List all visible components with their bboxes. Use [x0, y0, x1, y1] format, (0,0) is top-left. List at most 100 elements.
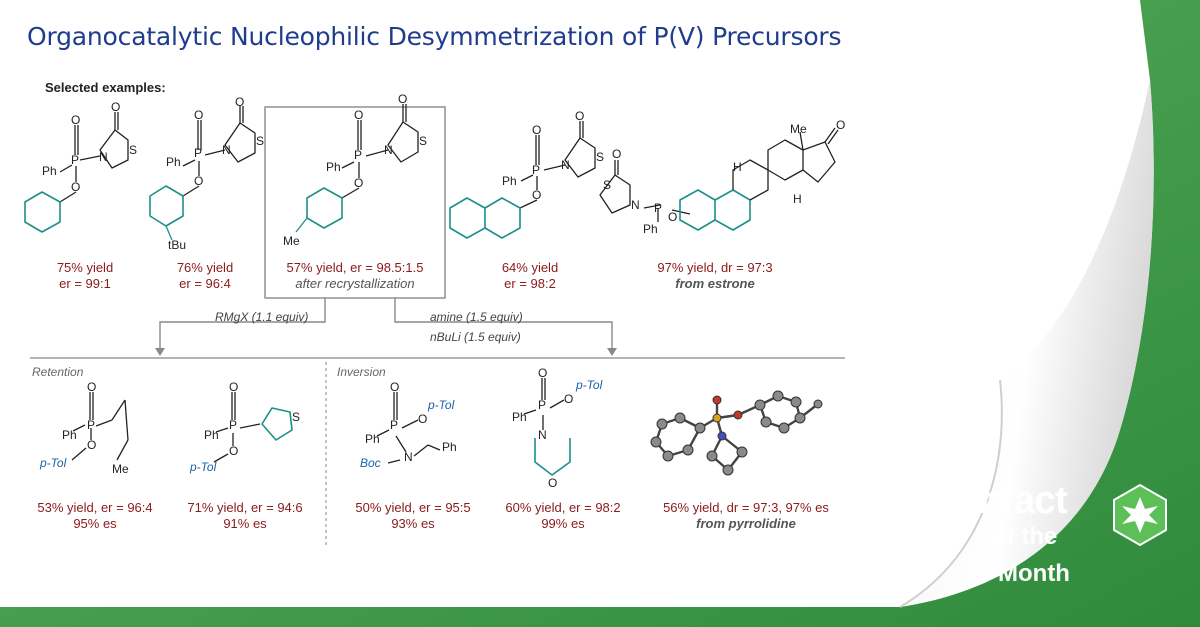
atom-label: Ph: [643, 222, 658, 236]
highlight-box: [264, 106, 446, 299]
ptol-label: p-Tol: [190, 460, 217, 474]
atom-label: P: [87, 418, 96, 432]
atom-label: N: [384, 143, 393, 157]
atom-label: O: [668, 210, 678, 224]
brand-synfact: Synfact: [933, 479, 1068, 522]
me-label: Me: [283, 234, 300, 248]
atom-label: S: [603, 178, 612, 192]
brand-month: Month: [998, 560, 1070, 587]
atom-label: O: [229, 380, 239, 394]
atom-label: P: [354, 148, 363, 162]
atom-label: O: [111, 100, 121, 114]
atom-label: P: [229, 418, 238, 432]
atom-label: Ph: [62, 428, 77, 442]
atom-label: Ph: [326, 160, 341, 174]
atom-label: N: [538, 428, 547, 442]
example-5-structure: [599, 127, 839, 231]
atom-label: N: [222, 143, 231, 157]
atom-label: O: [612, 147, 622, 161]
atom-label: O: [418, 412, 428, 426]
atom-label: O: [836, 118, 846, 132]
brand-of-the: of the: [992, 523, 1058, 550]
condition-amine: amine (1.5 equiv): [430, 310, 523, 324]
atom-label: S: [292, 410, 301, 424]
atom-label: H: [733, 160, 742, 174]
atom-label: O: [538, 366, 548, 380]
crystal-atoms: [650, 390, 823, 476]
atom-label: N: [561, 158, 570, 172]
atom-label: S: [596, 150, 605, 164]
atom-label: N: [99, 150, 108, 164]
page-title: Organocatalytic Nucleophilic Desymmetriz…: [27, 22, 842, 51]
boc-label: Boc: [360, 456, 381, 470]
atom-label: S: [419, 134, 428, 148]
atom-label: P: [532, 163, 541, 177]
atom-label: O: [87, 438, 97, 452]
ptol-label: p-Tol: [576, 378, 603, 392]
atom-label: O: [398, 92, 408, 106]
atom-label: Ph: [502, 174, 517, 188]
section-retention: Retention: [32, 365, 84, 379]
atom-label: Ph: [42, 164, 57, 178]
selected-examples-heading: Selected examples:: [45, 80, 166, 95]
estrone-me-label: Me: [790, 122, 807, 136]
atom-label: O: [71, 113, 81, 127]
atom-label: O: [194, 174, 204, 188]
atom-label: P: [654, 201, 663, 215]
me-label: Me: [112, 462, 129, 476]
atom-label: O: [564, 392, 574, 406]
atom-label: O: [548, 476, 558, 490]
atom-label: P: [390, 418, 399, 432]
condition-buli: nBuLi (1.5 equiv): [430, 330, 521, 344]
atom-label: O: [390, 380, 400, 394]
atom-label: O: [229, 444, 239, 458]
page-curl: [900, 80, 1154, 607]
condition-grignard: RMgX (1.1 equiv): [215, 310, 309, 324]
product-3-structure: [376, 392, 441, 464]
product-4-structure: [523, 378, 571, 476]
star-badge-icon: [1113, 483, 1167, 547]
atom-label: O: [235, 95, 245, 109]
example-4-structure: [449, 121, 596, 239]
atom-label: Ph: [365, 432, 380, 446]
atom-label: Ph: [166, 155, 181, 169]
section-inversion: Inversion: [337, 365, 386, 379]
atom-label: P: [538, 398, 547, 412]
arrow-left: [159, 298, 326, 352]
atom-label: O: [532, 123, 542, 137]
atom-label: O: [354, 176, 364, 190]
atom-label: O: [71, 180, 81, 194]
atom-label: Ph: [204, 428, 219, 442]
arrow-right: [394, 298, 613, 352]
ph-label: Ph: [442, 440, 457, 454]
atom-label: N: [404, 450, 413, 464]
atom-label: N: [631, 198, 640, 212]
atom-label: O: [87, 380, 97, 394]
ptol-label: p-Tol: [40, 456, 67, 470]
atom-label: O: [354, 108, 364, 122]
atom-label: O: [532, 188, 542, 202]
product-1-structure: [71, 392, 129, 461]
atom-label: O: [575, 109, 585, 123]
atom-label: Ph: [512, 410, 527, 424]
product-2-structure: [213, 392, 293, 463]
example-1-structure: [24, 112, 129, 233]
atom-label: S: [256, 134, 265, 148]
atom-label: O: [194, 108, 204, 122]
atom-label: P: [71, 153, 80, 167]
ptol-label: p-Tol: [428, 398, 455, 412]
atom-label: H: [793, 192, 802, 206]
product-5-structure: [654, 394, 819, 472]
